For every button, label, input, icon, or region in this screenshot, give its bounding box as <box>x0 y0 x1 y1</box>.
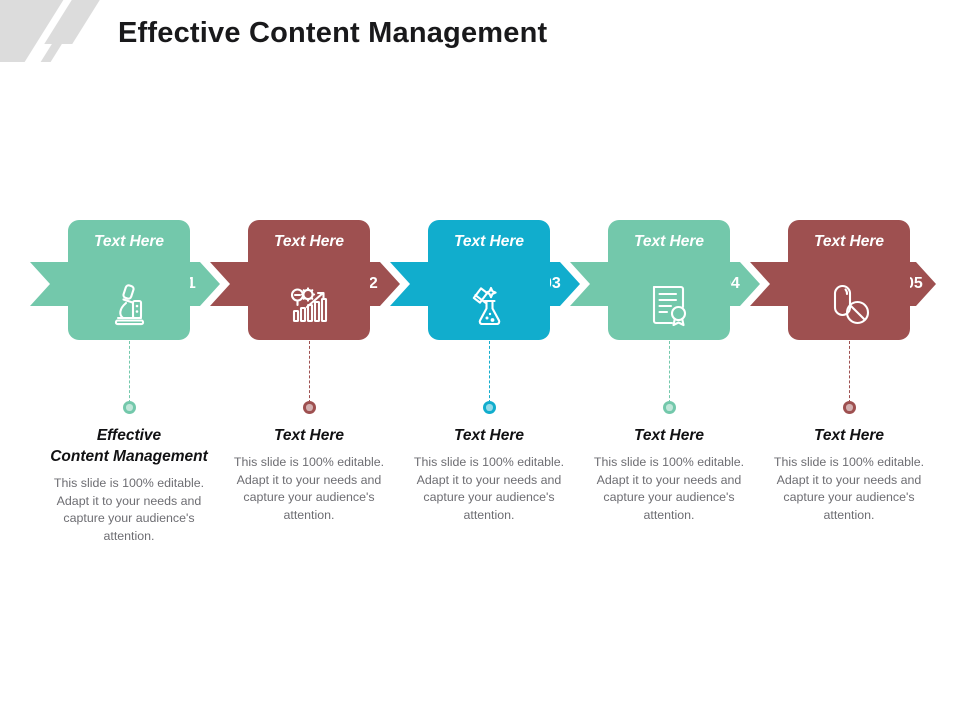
description-heading-03: Text Here <box>453 427 525 444</box>
page-title: Effective Content Management <box>118 17 548 49</box>
connector-dash-04 <box>669 341 670 403</box>
description-block-04: Text Here This slide is 100% editable. A… <box>578 425 760 524</box>
certificate-icon <box>645 280 693 328</box>
description-block-02: Text Here This slide is 100% editable. A… <box>218 425 400 524</box>
description-heading-05: Text Here <box>813 427 885 444</box>
step-card-02[interactable]: Text Here <box>248 220 370 340</box>
step-card-04[interactable]: Text Here <box>608 220 730 340</box>
pills-capsule-icon <box>825 280 873 328</box>
step-card-label-05: Text Here <box>813 233 885 250</box>
step-card-label-04: Text Here <box>633 233 705 250</box>
description-heading-04: Text Here <box>633 427 705 444</box>
description-heading-02: Text Here <box>273 427 345 444</box>
connector-line-03 <box>489 341 490 403</box>
description-block-03: Text Here This slide is 100% editable. A… <box>398 425 580 524</box>
microscope-icon <box>105 280 153 328</box>
step-card-03[interactable]: Text Here <box>428 220 550 340</box>
connector-dot-05 <box>843 401 856 414</box>
connector-dot-02 <box>303 401 316 414</box>
connector-line-02 <box>309 341 310 403</box>
connector-dash-02 <box>309 341 310 403</box>
description-body-04: This slide is 100% editable. Adapt it to… <box>593 455 745 522</box>
step-card-label-03: Text Here <box>453 233 525 250</box>
connector-dash-01 <box>129 341 130 403</box>
description-body-02: This slide is 100% editable. Adapt it to… <box>233 455 385 522</box>
connector-dot-01 <box>123 401 136 414</box>
corner-band-shape <box>0 0 90 62</box>
connector-dash-03 <box>489 341 490 403</box>
bar-chart-analysis-icon <box>285 280 333 328</box>
corner-decoration <box>0 0 118 62</box>
step-card-01[interactable]: Text Here <box>68 220 190 340</box>
connector-line-01 <box>129 341 130 403</box>
connector-line-05 <box>849 341 850 403</box>
step-card-label-01: Text Here <box>93 233 165 250</box>
connector-dash-05 <box>849 341 850 403</box>
step-card-05[interactable]: Text Here <box>788 220 910 340</box>
connector-dot-03 <box>483 401 496 414</box>
corner-gap-shape <box>24 0 80 62</box>
connector-dot-04 <box>663 401 676 414</box>
description-block-05: Text Here This slide is 100% editable. A… <box>758 425 940 524</box>
description-body-05: This slide is 100% editable. Adapt it to… <box>773 455 925 522</box>
description-body-03: This slide is 100% editable. Adapt it to… <box>413 455 565 522</box>
connector-line-04 <box>669 341 670 403</box>
description-body-01: This slide is 100% editable. Adapt it to… <box>53 476 205 543</box>
flask-test-tube-icon <box>465 280 513 328</box>
corner-slash-shape <box>44 0 100 44</box>
step-card-label-02: Text Here <box>273 233 345 250</box>
